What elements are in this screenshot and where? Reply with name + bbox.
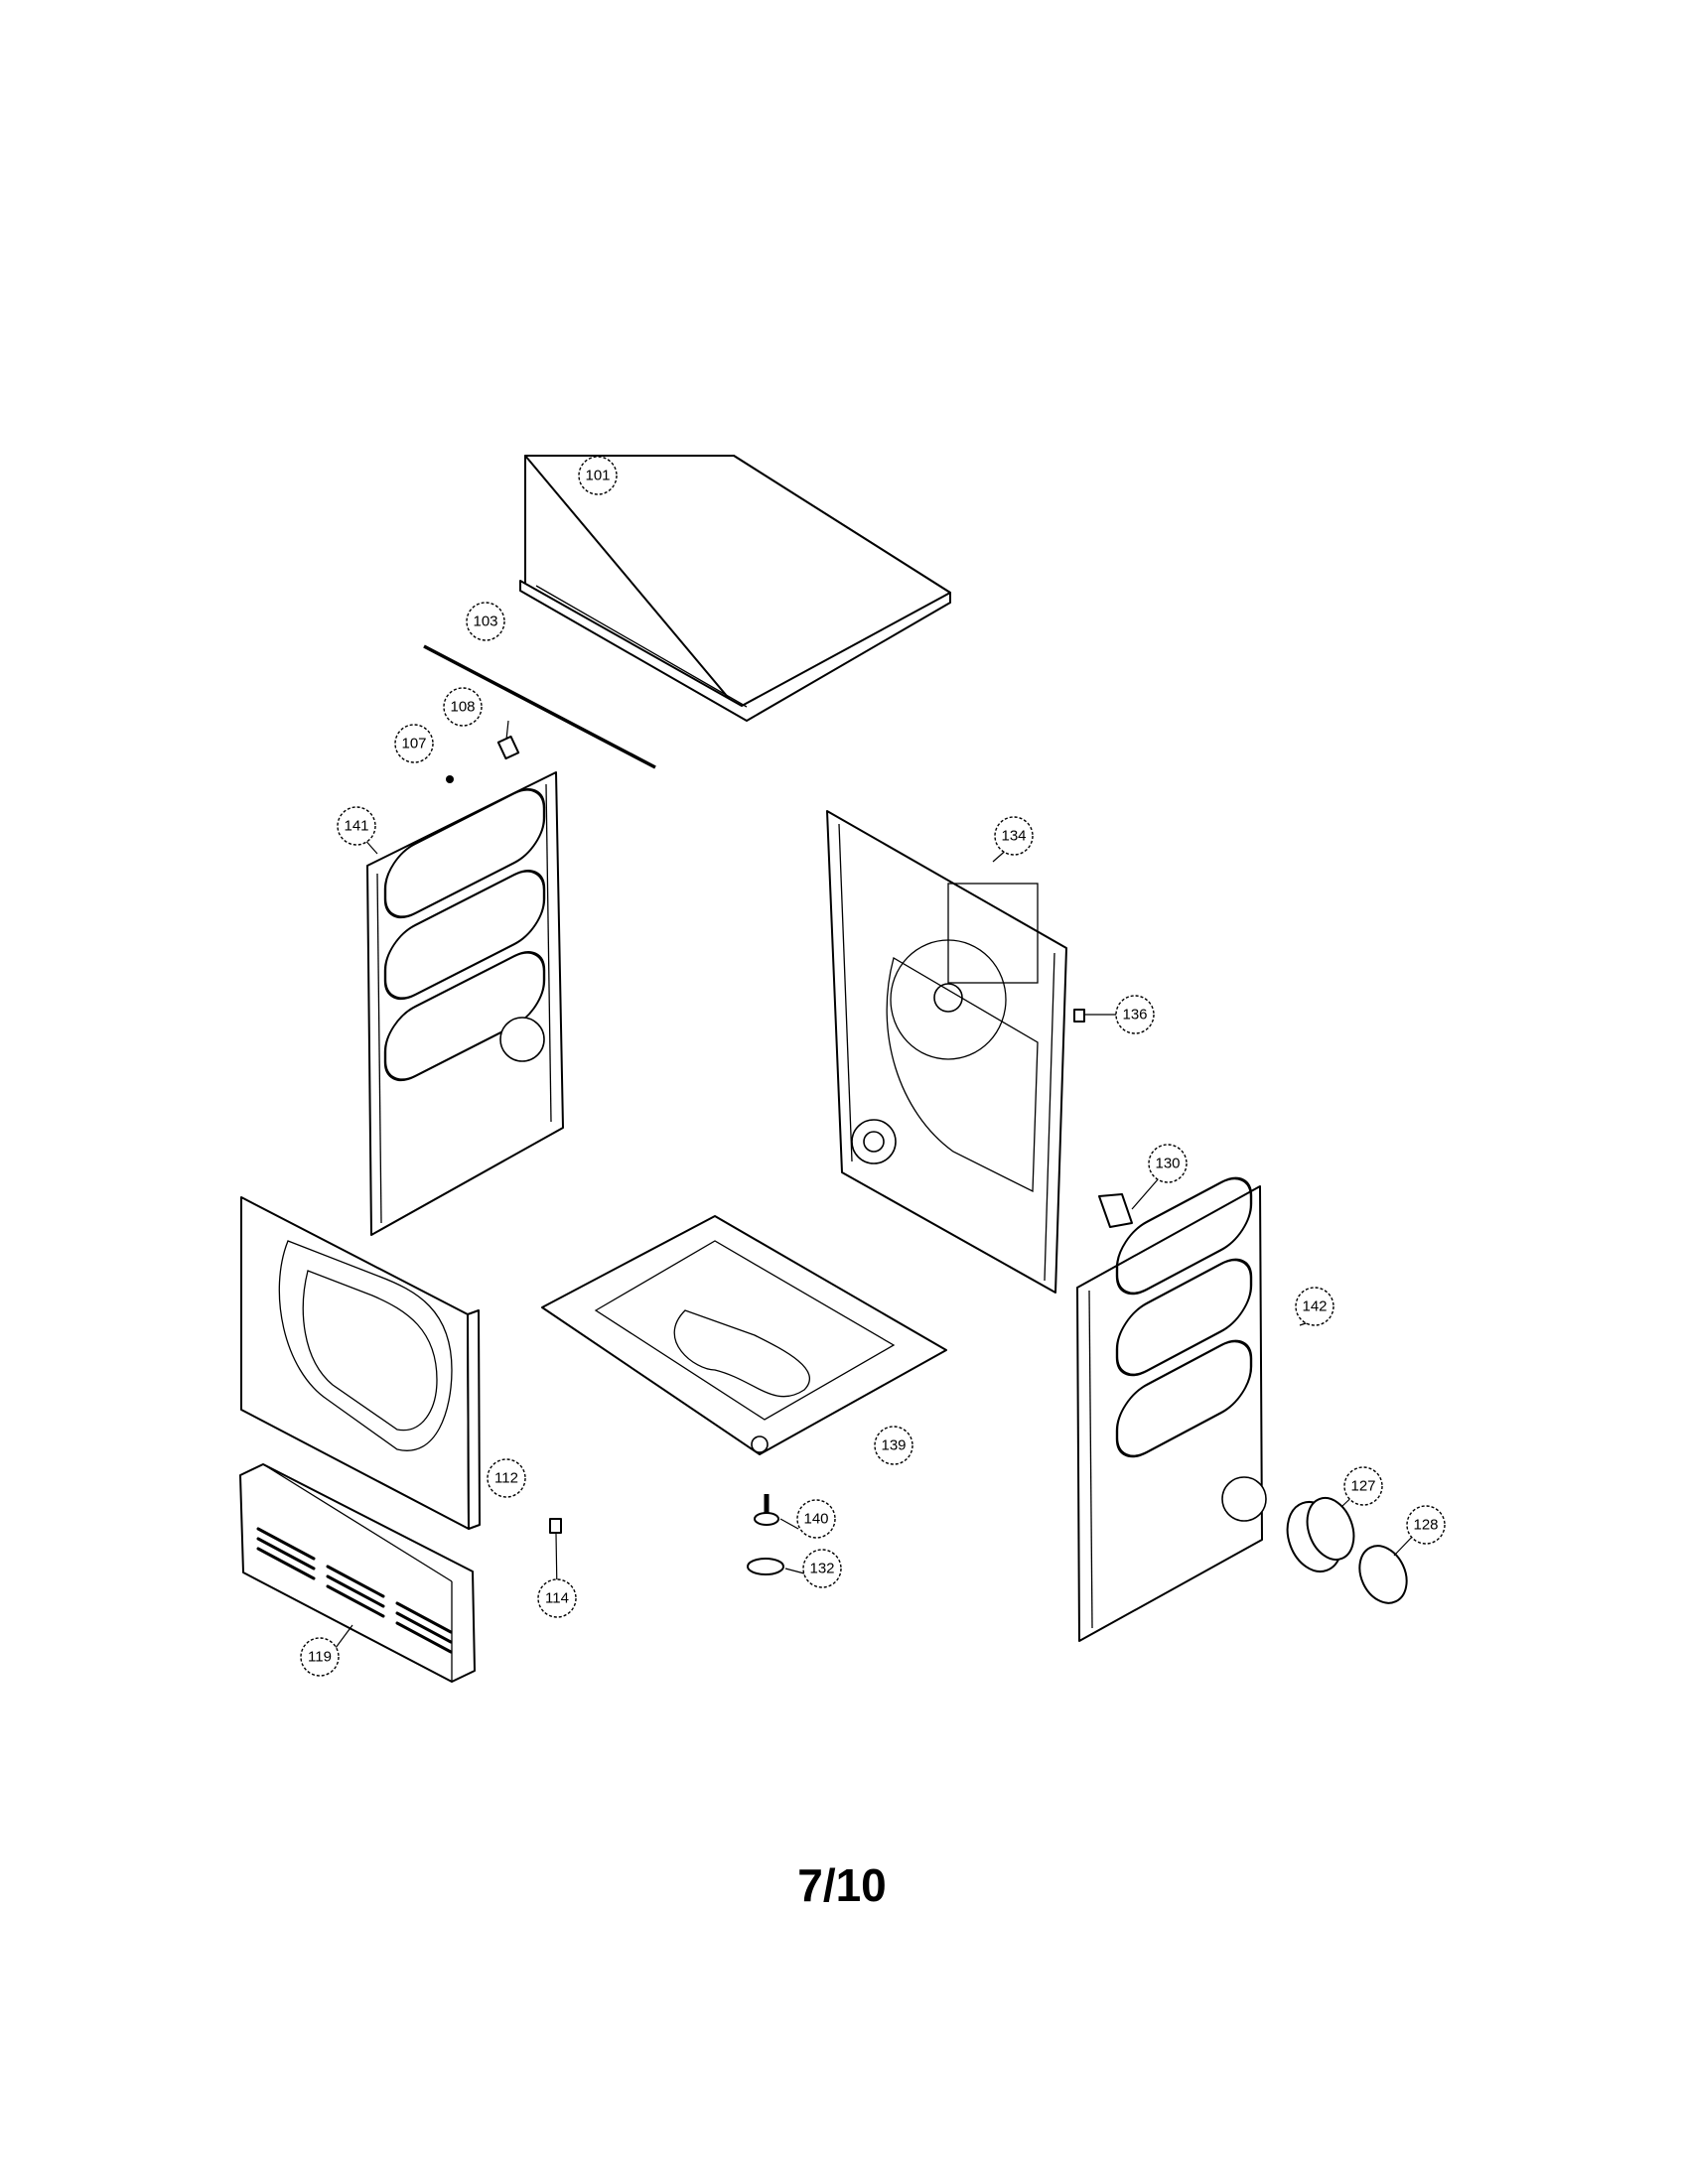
callout-108: 108 bbox=[443, 687, 483, 727]
part-107 bbox=[446, 775, 454, 783]
part-kick-panel bbox=[239, 1463, 476, 1683]
callout-142: 142 bbox=[1295, 1287, 1334, 1326]
svg-text:140: 140 bbox=[803, 1511, 828, 1528]
svg-text:141: 141 bbox=[344, 818, 368, 835]
part-rear-panel bbox=[826, 810, 1067, 1294]
callout-128: 128 bbox=[1406, 1505, 1446, 1545]
callout-101: 101 bbox=[578, 456, 618, 495]
svg-text:108: 108 bbox=[450, 699, 475, 716]
svg-text:130: 130 bbox=[1155, 1156, 1180, 1172]
part-108 bbox=[496, 735, 520, 760]
svg-text:114: 114 bbox=[545, 1590, 569, 1607]
svg-text:127: 127 bbox=[1350, 1478, 1375, 1495]
part-right-side-panel bbox=[1076, 1176, 1267, 1642]
callout-139: 139 bbox=[874, 1426, 913, 1465]
part-132 bbox=[747, 1558, 784, 1575]
callout-112: 112 bbox=[487, 1458, 526, 1498]
part-leg bbox=[754, 1494, 779, 1526]
callout-114: 114 bbox=[537, 1578, 577, 1618]
page-number: 7/10 bbox=[797, 1859, 887, 1911]
callout-141: 141 bbox=[337, 806, 376, 846]
part-136 bbox=[1073, 1009, 1085, 1023]
svg-text:107: 107 bbox=[401, 736, 426, 752]
svg-text:132: 132 bbox=[809, 1561, 834, 1577]
callout-107: 107 bbox=[394, 724, 434, 763]
svg-text:128: 128 bbox=[1413, 1517, 1438, 1534]
part-114 bbox=[549, 1518, 562, 1534]
callout-119: 119 bbox=[300, 1637, 340, 1677]
part-130 bbox=[1098, 1193, 1133, 1228]
svg-text:142: 142 bbox=[1302, 1298, 1327, 1315]
callout-136: 136 bbox=[1115, 995, 1155, 1034]
svg-text:136: 136 bbox=[1122, 1007, 1147, 1024]
svg-text:112: 112 bbox=[494, 1470, 518, 1487]
svg-text:103: 103 bbox=[473, 614, 497, 630]
part-left-side-panel bbox=[366, 771, 564, 1236]
svg-text:101: 101 bbox=[585, 468, 610, 484]
callout-140: 140 bbox=[796, 1499, 836, 1539]
part-base bbox=[541, 1215, 947, 1455]
part-duct-ring bbox=[1286, 1497, 1355, 1572]
callout-132: 132 bbox=[802, 1549, 842, 1588]
part-strip bbox=[423, 644, 656, 769]
part-duct-cap bbox=[1358, 1545, 1408, 1604]
part-front-panel bbox=[240, 1196, 481, 1530]
svg-text:139: 139 bbox=[881, 1437, 906, 1454]
callout-103: 103 bbox=[466, 602, 505, 641]
callout-127: 127 bbox=[1343, 1466, 1383, 1506]
part-top-panel bbox=[519, 455, 951, 722]
callout-134: 134 bbox=[994, 816, 1034, 856]
callout-130: 130 bbox=[1148, 1144, 1188, 1183]
svg-text:134: 134 bbox=[1001, 828, 1026, 845]
svg-text:119: 119 bbox=[308, 1649, 332, 1666]
